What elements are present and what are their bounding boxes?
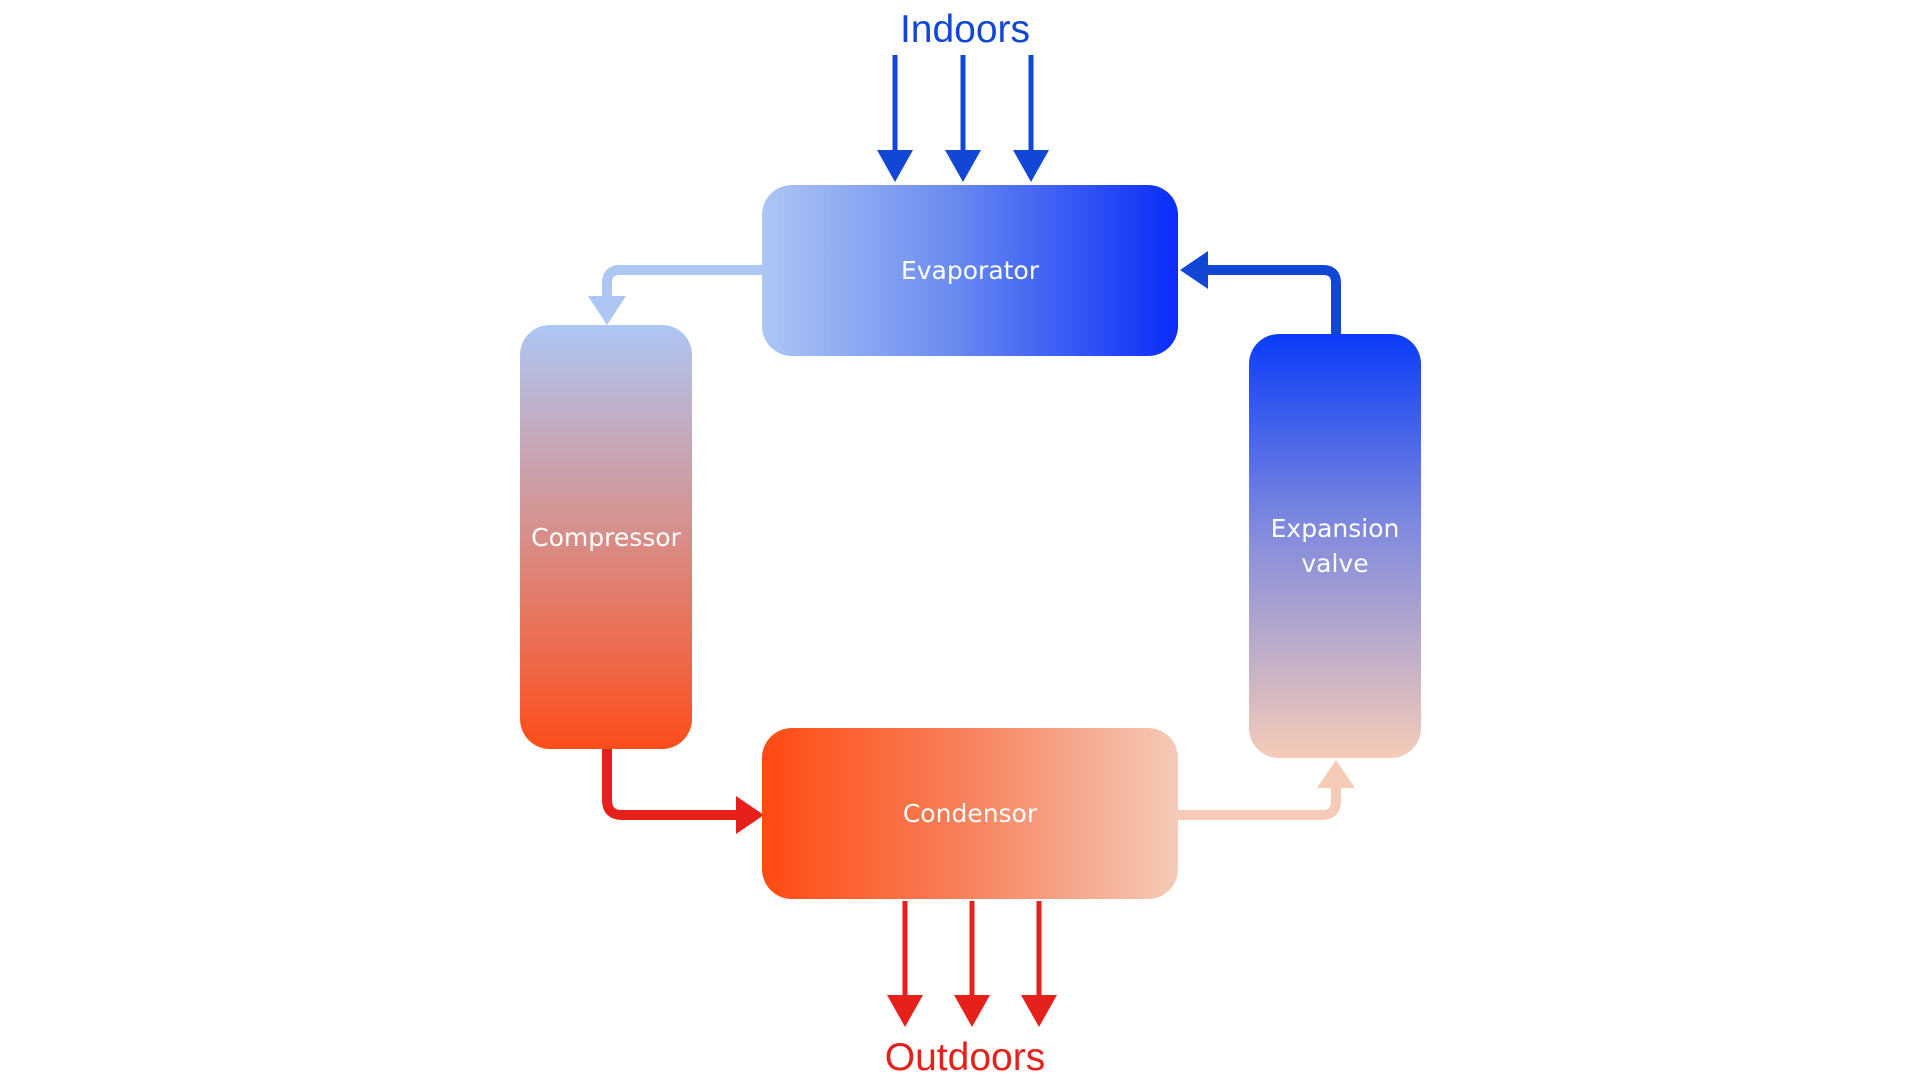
- expansion-inlet-arrowhead: [1317, 760, 1355, 788]
- expansion-valve-box: Expansion valve: [1249, 334, 1421, 758]
- condensor-label: Condensor: [902, 799, 1038, 828]
- indoor-arrowhead-3: [1013, 150, 1049, 182]
- evaporator-to-compressor-connector: [588, 265, 762, 325]
- indoor-heat-arrows: [877, 55, 1049, 182]
- outdoor-arrowhead-1: [887, 995, 923, 1027]
- evaporator-label: Evaporator: [900, 256, 1040, 285]
- compressor-box: Compressor: [520, 325, 692, 749]
- evaporator-box: Evaporator: [762, 185, 1178, 356]
- indoors-label: Indoors: [899, 8, 1031, 51]
- condensor-inlet-arrowhead: [736, 796, 764, 834]
- compressor-label: Compressor: [531, 522, 681, 552]
- outdoor-heat-arrows: [887, 901, 1057, 1027]
- outdoor-arrowhead-2: [954, 995, 990, 1027]
- outdoors-label: Outdoors: [884, 1036, 1046, 1079]
- condensor-to-expansion-connector: [1178, 760, 1355, 820]
- evaporator-inlet-arrowhead: [1180, 251, 1208, 289]
- condensor-box: Condensor: [762, 728, 1178, 899]
- indoor-arrowhead-1: [877, 150, 913, 182]
- expansion-to-evaporator-connector: [1180, 251, 1341, 334]
- expansion-valve-label: Expansion valve: [1270, 514, 1400, 578]
- compressor-inlet-arrowhead: [588, 296, 626, 325]
- indoor-arrowhead-2: [945, 150, 981, 182]
- compressor-to-condensor-connector: [602, 749, 764, 834]
- outdoor-arrowhead-3: [1021, 995, 1057, 1027]
